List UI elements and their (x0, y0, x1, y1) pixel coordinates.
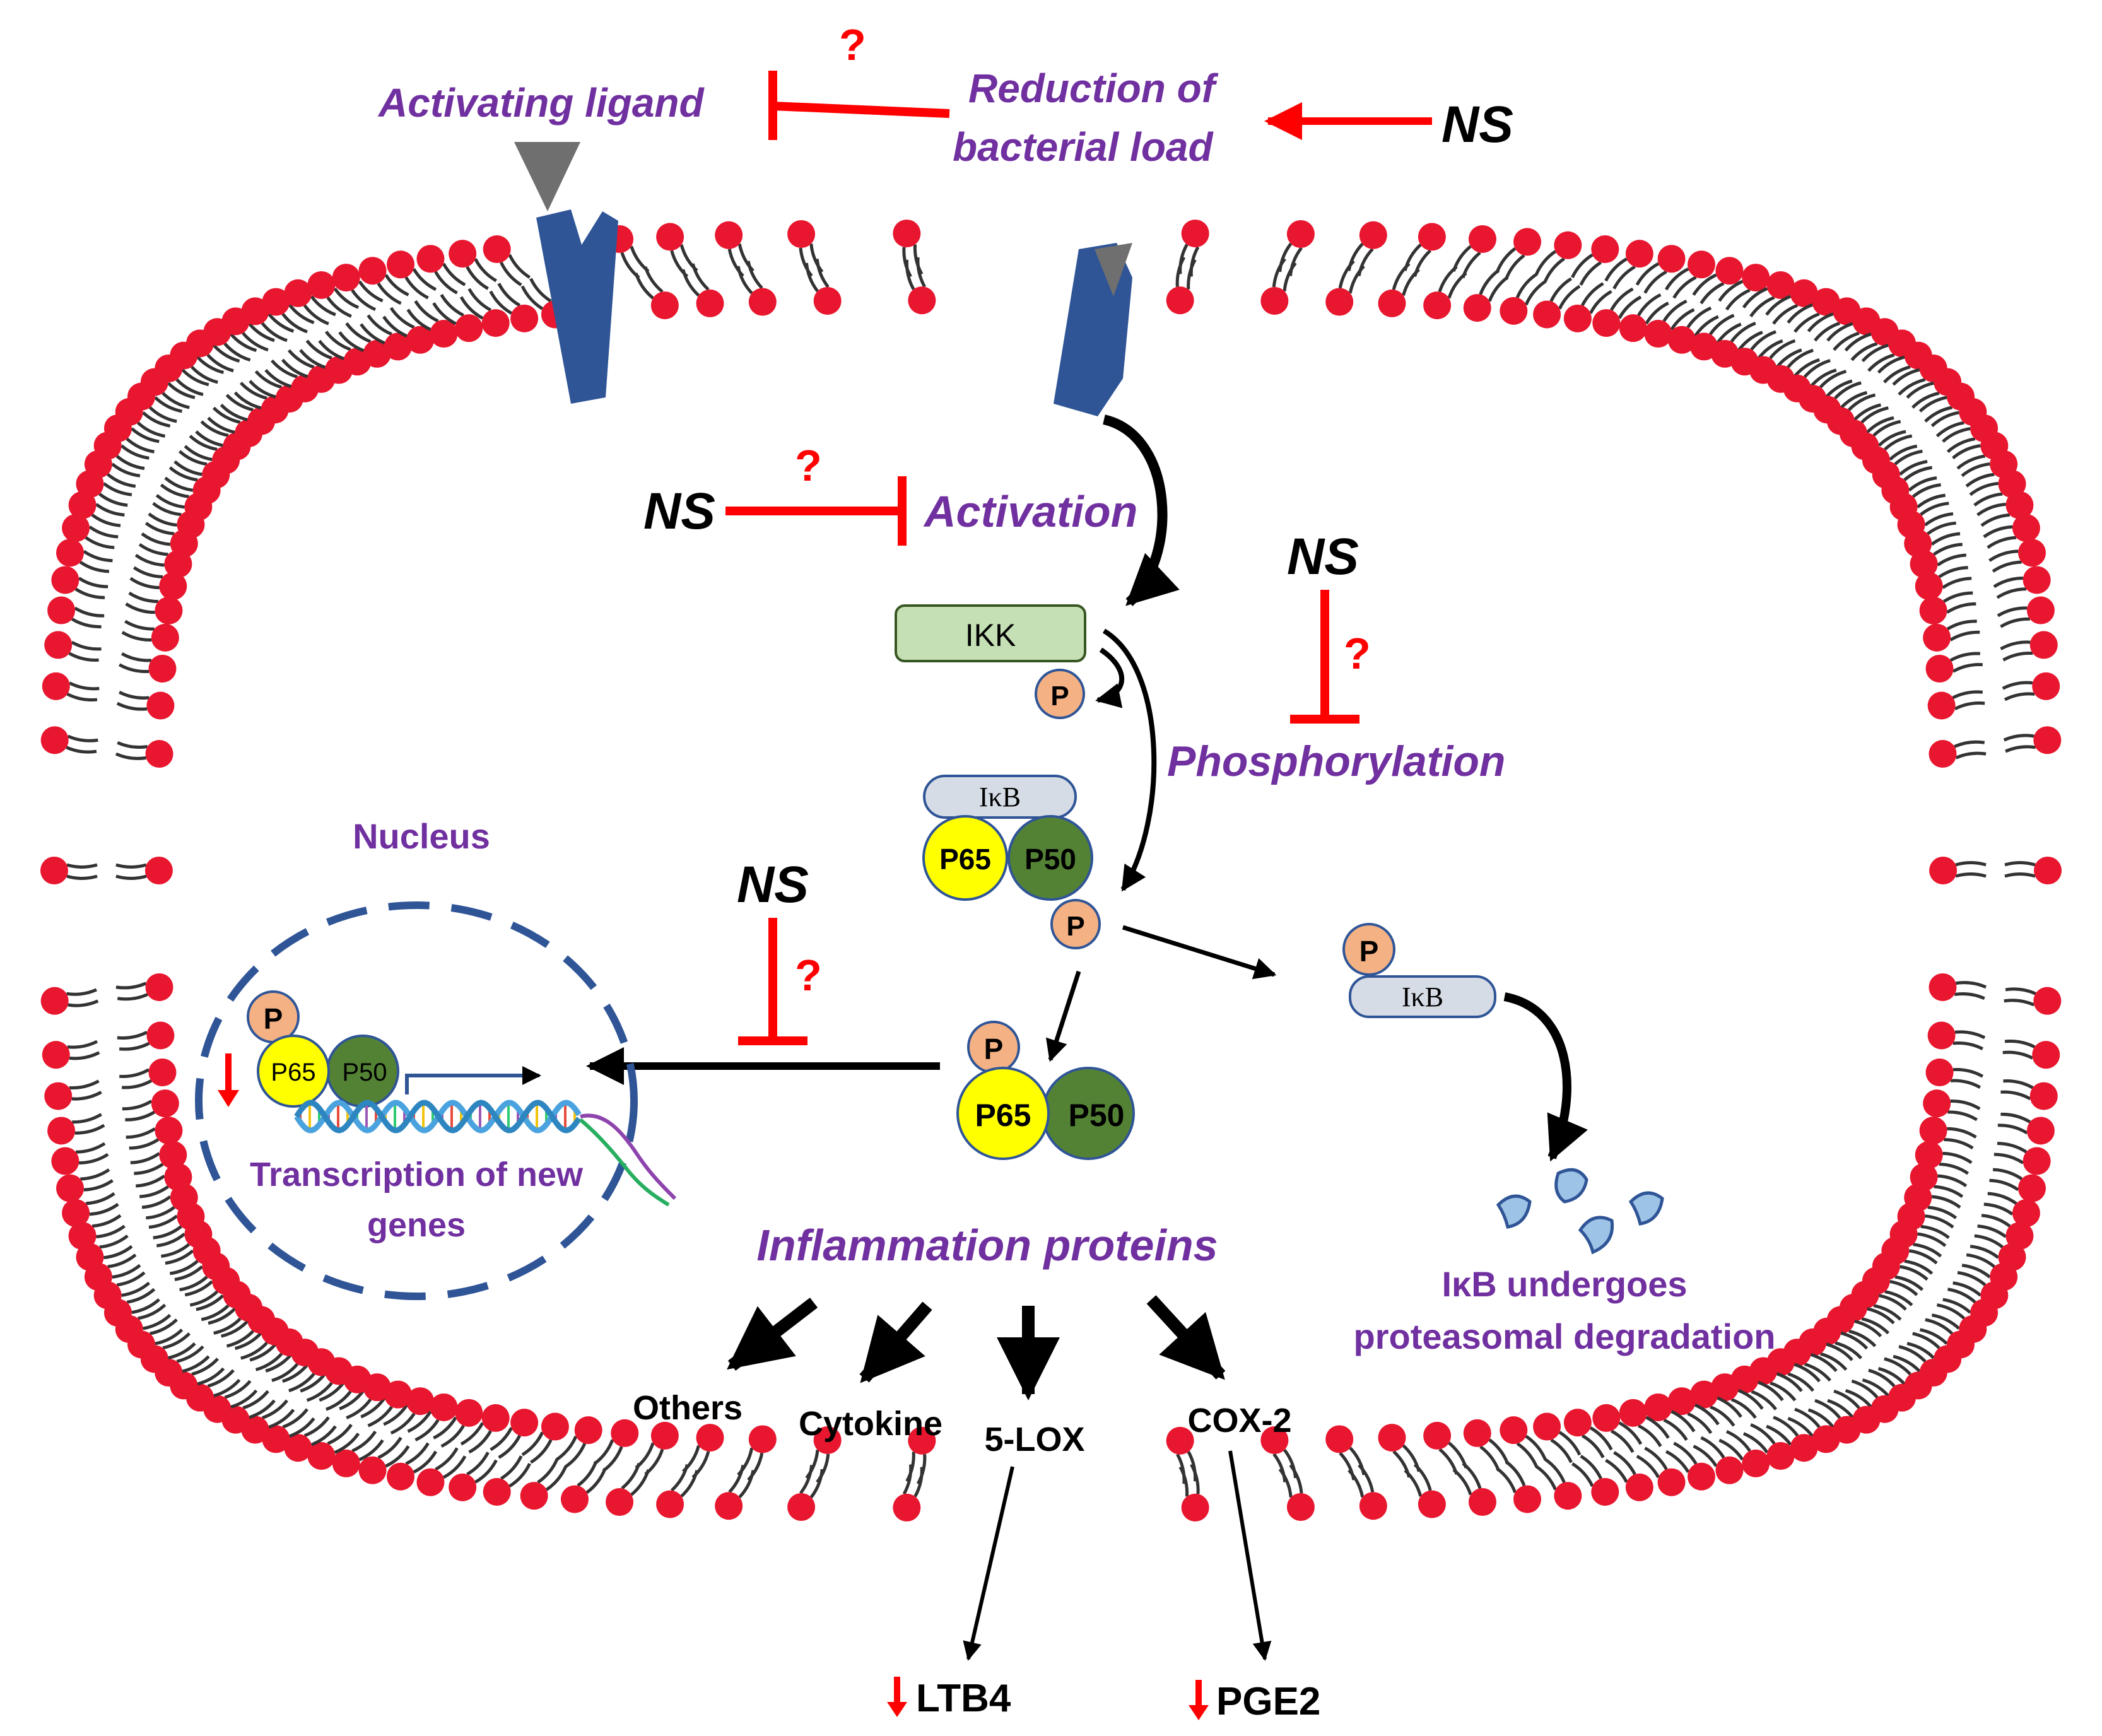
ikk-autophos-arrow (1095, 647, 1125, 708)
nucleus-p65 (257, 1035, 330, 1108)
arrow-to-cytokine (859, 1301, 932, 1383)
cox-to-pge2-arrow (1228, 1450, 1272, 1661)
ikk-to-complex-arrow (1102, 628, 1157, 892)
complex-p50-label: P50 (1025, 843, 1076, 876)
complex-p65 (922, 815, 1008, 901)
activation-label: Activation (923, 487, 1137, 536)
nucleus-p65-label: P65 (271, 1059, 315, 1086)
lipid-bilayer-icon (40, 220, 2062, 1522)
ns-activation-label: NS (643, 483, 715, 540)
question-mark-activation: ? (795, 441, 822, 490)
dimer-phosphate-label: P (984, 1033, 1004, 1065)
degradation-ikb-label: IκB (1402, 982, 1443, 1012)
dimer-p65 (956, 1067, 1050, 1160)
lox-label: 5-LOX (984, 1421, 1084, 1458)
complex-to-dimer-arrow (1045, 970, 1081, 1062)
inhibition-phosphorylation-bar (1290, 590, 1359, 724)
cytokine-label: Cytokine (799, 1405, 942, 1443)
ns-phosphorylation-label: NS (1287, 528, 1359, 585)
pge2-down-arrow-icon (1189, 1680, 1209, 1720)
dna-helix-icon (294, 1100, 677, 1207)
arrow-to-others (727, 1298, 818, 1371)
ikk-phosphate (1035, 669, 1085, 719)
cox-label: COX-2 (1187, 1402, 1291, 1440)
ligand-left-icon (514, 142, 580, 211)
ikb-to-proteasome-arrow (1503, 992, 1588, 1162)
question-mark-top: ? (839, 20, 866, 69)
ltb4-label: LTB4 (916, 1677, 1011, 1720)
arrow-to-cox2 (1146, 1295, 1226, 1380)
ikk-phosphate-label: P (1050, 681, 1069, 712)
down-arrow-icon (218, 1053, 239, 1107)
ns-top-label: NS (1441, 96, 1513, 153)
proteasome-fragment-icon (1496, 1168, 1664, 1255)
nucleus-title: Nucleus (353, 816, 490, 856)
receptor-left (514, 142, 618, 404)
complex-phosphate (1050, 899, 1101, 949)
degradation-line1: IκB undergoes (1441, 1264, 1687, 1304)
degradation-phosphate-label: P (1359, 935, 1379, 968)
receptor-to-ikk-arrow (1102, 414, 1180, 606)
complex-ikb-label: IκB (979, 782, 1021, 812)
lox-to-ltb4-arrow (963, 1466, 1014, 1661)
activating-ligand-label: Activating ligand (377, 80, 705, 126)
question-mark-translocation: ? (795, 951, 822, 1000)
receptor-right (1054, 243, 1132, 416)
inhibition-activation-bar (725, 476, 907, 546)
nucleus-border (195, 901, 638, 1300)
ns-translocation-label: NS (737, 856, 809, 913)
phosphorylation-label: Phosphorylation (1167, 737, 1505, 785)
dimer-p65-label: P65 (975, 1098, 1031, 1133)
complex-p65-label: P65 (939, 843, 991, 876)
degradation-phosphate (1342, 923, 1395, 976)
inhibition-translocation-bar (738, 918, 807, 1045)
nucleus-phosphate-label: P (264, 1002, 283, 1035)
reduction-line2: bacterial load (953, 124, 1214, 170)
nucleus-p50-label: P50 (342, 1059, 387, 1086)
reduction-line1: Reduction of (968, 66, 1219, 111)
degradation-line2: proteasomal degradation (1353, 1317, 1775, 1356)
ikk-label: IKK (965, 618, 1016, 653)
complex-ikb-box (923, 775, 1077, 819)
transcription-start-arrow (405, 1066, 541, 1094)
complex-phosphate-label: P (1066, 911, 1084, 942)
ikk-box (895, 604, 1086, 662)
pge2-label: PGE2 (1216, 1680, 1320, 1723)
complex-to-degradation-arrow (1122, 925, 1277, 980)
others-label: Others (633, 1389, 743, 1427)
inhibition-ligand-bar (768, 71, 950, 140)
inflammation-title: Inflammation proteins (756, 1221, 1218, 1270)
degradation-ikb-box (1349, 975, 1496, 1018)
transcription-line2: genes (367, 1206, 466, 1244)
complex-p50 (1007, 815, 1093, 901)
transcription-line1: Transcription of new (250, 1156, 584, 1194)
question-mark-phosphorylation: ? (1344, 629, 1371, 678)
ligand-right-icon (1095, 243, 1132, 296)
dimer-p50-label: P50 (1069, 1098, 1125, 1133)
ltb4-down-arrow-icon (887, 1677, 907, 1717)
